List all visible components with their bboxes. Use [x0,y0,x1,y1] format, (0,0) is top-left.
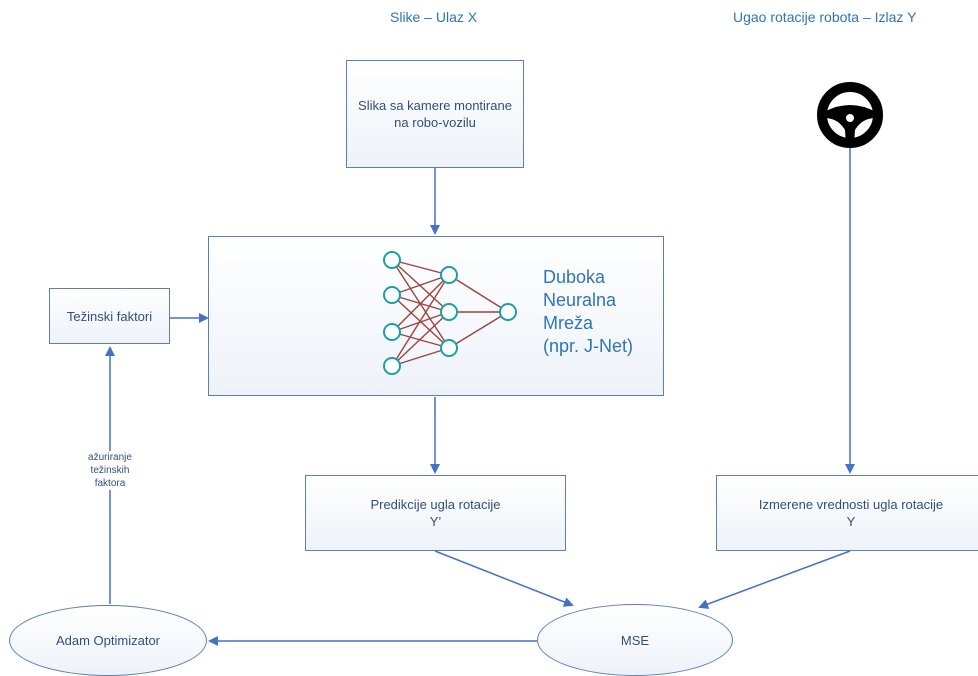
neural-network-icon [383,251,517,375]
arrow-prediction-to-mse [434,550,574,607]
weight-update-line-1: ažuriranje [88,452,132,463]
nn-label-line-1: Duboka [543,267,606,287]
input-heading: Slike – Ulaz X [390,9,478,25]
mse-label: MSE [620,632,650,648]
weights-label: Težinski faktori [66,308,153,324]
prediction-symbol: Y’ [429,514,442,529]
arrow-measured-to-mse [698,550,851,609]
optimizer-node: Adam Optimizator [9,605,207,676]
measured-values-label: Izmerene vrednosti ugla rotacije [758,497,944,512]
output-heading: Ugao rotacije robota – Izlaz Y [733,9,917,25]
camera-image-box: Slika sa kamere montirane na robo-vozilu [346,60,524,168]
nn-label-line-2: Neuralna [543,290,617,310]
weight-update-label: ažuriranje težinskih faktora [78,451,142,490]
measured-values-box: Izmerene vrednosti ugla rotacije Y [716,475,978,551]
camera-image-label: Slika sa kamere montirane na robo-vozilu [358,98,512,130]
nn-nodes [383,251,517,375]
weights-box: Težinski faktori [49,288,170,344]
steering-wheel-icon [817,82,883,148]
neural-network-label: Duboka Neuralna Mreža (npr. J-Net) [543,266,633,358]
nn-edges [391,259,509,367]
prediction-label: Predikcije ugla rotacije [370,497,501,512]
weight-update-line-2: težinskih [90,465,130,476]
nn-label-line-3: Mreža [543,313,594,333]
nn-label-line-4: (npr. J-Net) [543,336,634,356]
prediction-box: Predikcije ugla rotacije Y’ [305,475,566,551]
optimizer-label: Adam Optimizator [55,633,161,648]
weight-update-line-3: faktora [94,478,126,489]
measured-values-symbol: Y [846,514,856,529]
mse-node: MSE [537,604,733,676]
